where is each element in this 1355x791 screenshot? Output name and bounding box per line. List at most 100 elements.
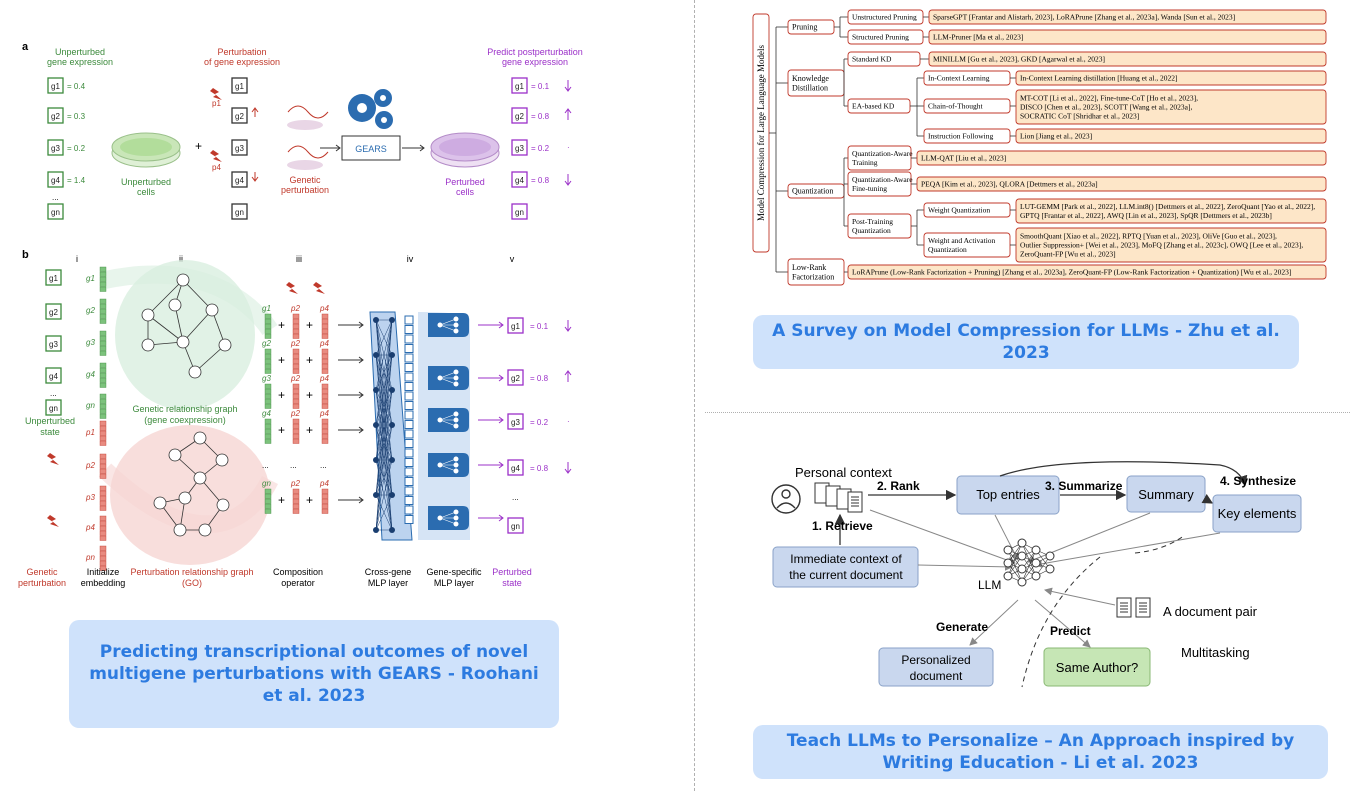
compose-gene-label: g2	[262, 339, 271, 348]
embed-cell	[99, 308, 107, 314]
embed-cell	[292, 488, 300, 494]
b-cross-gene-1: Cross-gene	[365, 567, 412, 577]
a-genetic-pert-1: Genetic	[289, 175, 321, 185]
lowrank-refs-text: LoRAPrune (Low-Rank Factorization + Prun…	[852, 268, 1291, 277]
mlp-edge	[375, 354, 393, 531]
mlp-unit	[404, 429, 414, 439]
mlp-node	[373, 387, 379, 393]
mlp-unit	[404, 477, 414, 486]
llm-node	[1045, 564, 1055, 574]
embed-cell	[99, 335, 107, 341]
embed-cell	[264, 503, 272, 509]
embed-cell	[321, 398, 329, 404]
mlp-unit	[404, 315, 414, 325]
llm-node	[1017, 577, 1027, 587]
compose-p4-label: p4	[319, 339, 329, 348]
a-p1-label: p1	[212, 99, 221, 108]
graph-edge	[147, 279, 184, 316]
gene-label: g2	[235, 112, 244, 121]
embed-cell	[99, 425, 107, 431]
ptq-node-text: Quantization	[852, 226, 891, 235]
gsmlp-edge	[439, 511, 457, 525]
plus-sign: +	[278, 423, 285, 437]
compose-p4-label: p4	[319, 409, 329, 418]
graph-node	[141, 338, 155, 352]
embed-cell	[292, 368, 300, 374]
mlp-edge	[375, 319, 393, 356]
ptq-node-text: Post-Training	[852, 217, 893, 226]
gears-box-label: GEARS	[355, 144, 387, 154]
embed-cell	[99, 485, 107, 491]
embed-cell	[99, 473, 107, 479]
embed-cell	[292, 323, 300, 329]
embed-cell	[292, 348, 300, 354]
gene-label: g1	[235, 82, 244, 91]
gene-box	[511, 171, 528, 188]
embed-cell	[99, 266, 107, 272]
gene-box	[507, 317, 524, 334]
compose-p4-label: p4	[319, 479, 329, 488]
embed-cell	[99, 318, 107, 324]
personalize-flow-diagram: Personal context 2. Rank Top entries 3. …	[771, 461, 1302, 688]
arrow-right-icon	[402, 144, 425, 152]
embed-cell	[292, 333, 300, 339]
gears-caption-line-2: multigene perturbations with GEARS - Roo…	[89, 663, 539, 684]
gene-graph-title-2: (gene coexpression)	[144, 415, 226, 425]
embed-cell	[321, 318, 329, 324]
gsmlp-edge	[439, 413, 457, 427]
gears-caption: Predicting transcriptional outcomes of n…	[69, 620, 559, 728]
ellipsis: ...	[52, 193, 59, 202]
b-initialize-1: Initialize	[87, 567, 120, 577]
multitasking-label: Multitasking	[1181, 645, 1250, 660]
graph-node	[178, 491, 192, 505]
gene-box	[511, 107, 528, 124]
gears-caption-line-3: et al. 2023	[262, 686, 366, 707]
wq-refs-text: LUT-GEMM [Park et al., 2022], LLM.int8()…	[1020, 202, 1315, 211]
embed-cell	[99, 286, 107, 292]
pruning-node-text: Pruning	[792, 23, 817, 32]
graph-node	[188, 365, 202, 379]
a-unperturbed-title-2: gene expression	[47, 57, 113, 67]
embed-cell	[321, 358, 329, 364]
gene-box	[45, 367, 62, 384]
graph-node	[205, 303, 219, 317]
same-author-label: Same Author?	[1056, 660, 1138, 675]
dot-marker: ·	[567, 143, 570, 152]
embed-cell	[264, 348, 272, 354]
embed-cell	[264, 353, 272, 359]
gene-box	[507, 459, 524, 476]
documents-icon	[814, 482, 863, 513]
mlp-node	[389, 492, 395, 498]
vertical-divider	[694, 0, 695, 791]
embed-cell	[99, 463, 107, 469]
embed-cell	[292, 503, 300, 509]
embed-cell	[264, 428, 272, 434]
mlp-unit	[404, 439, 414, 448]
gene-box	[47, 171, 64, 188]
graph-node	[215, 453, 229, 467]
embed-cell	[99, 560, 107, 566]
top-entries-box	[956, 475, 1060, 515]
lowrank-node-text: Low-Rank	[792, 263, 826, 272]
gene-embed-label: g3	[86, 338, 95, 347]
unstructured-refs-text: SparseGPT [Frantar and Alistarh, 2023], …	[933, 13, 1235, 22]
qaf-node-text: Fine-tuning	[852, 184, 887, 193]
a-plus: +	[195, 139, 202, 153]
embed-cell	[99, 298, 107, 304]
embed-cell	[264, 488, 272, 494]
waq-refs-text: SmoothQuant [Xiao et al., 2022], RPTQ [Y…	[1020, 232, 1277, 241]
graph-node	[216, 498, 230, 512]
embed-cell	[321, 383, 329, 389]
arrow-right-icon	[338, 356, 364, 364]
embed-cell	[292, 438, 300, 444]
graph-node	[218, 338, 232, 352]
a-genetic-pert-2: perturbation	[281, 185, 329, 195]
llm-node	[1045, 551, 1055, 561]
step-summarize: 3. Summarize	[1045, 479, 1123, 493]
plus-sign: +	[306, 388, 313, 402]
instr-refs	[1015, 128, 1327, 144]
gene-box	[507, 369, 524, 386]
mlp-unit	[404, 391, 414, 401]
gene-box	[511, 77, 528, 94]
compose-gene-label: g4	[262, 409, 271, 418]
